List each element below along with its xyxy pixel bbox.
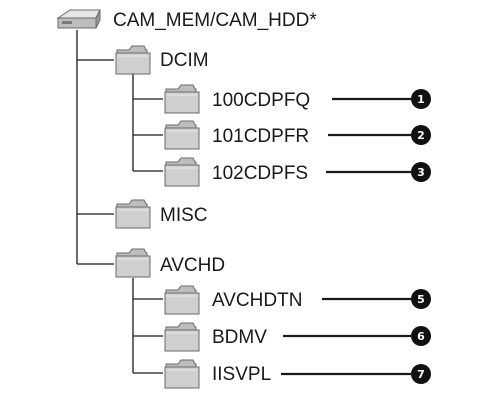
marker-circle bbox=[411, 125, 431, 145]
folder-label-iisvpl: IISVPL bbox=[212, 364, 271, 385]
folder-label-dcim: DCIM bbox=[160, 50, 209, 71]
folder-misc[interactable]: MISC bbox=[115, 199, 208, 229]
folder-icon bbox=[164, 285, 200, 315]
marker-bdmv: 6 bbox=[411, 326, 431, 346]
tree-lines bbox=[76, 30, 163, 374]
folder-label-avchd: AVCHD bbox=[160, 255, 225, 276]
folder-icon bbox=[115, 45, 151, 75]
marker-circle bbox=[411, 289, 431, 309]
folder-icon bbox=[164, 84, 200, 114]
marker-100cdpfq: 1 bbox=[411, 89, 431, 109]
marker-number: 3 bbox=[417, 166, 425, 179]
folder-bdmv[interactable]: BDMV bbox=[164, 322, 267, 352]
marker-circle bbox=[411, 89, 431, 109]
folder-icon bbox=[164, 120, 200, 150]
marker-avchdtn: 5 bbox=[411, 289, 431, 309]
root-label: CAM_MEM/CAM_HDD* bbox=[113, 10, 317, 31]
marker-iisvpl: 7 bbox=[411, 364, 431, 384]
folder-label-102cdpfs: 102CDPFS bbox=[212, 163, 308, 184]
marker-102cdpfs: 3 bbox=[411, 162, 431, 182]
marker-number: 1 bbox=[417, 93, 425, 106]
marker-101cdpfr: 2 bbox=[411, 125, 431, 145]
folder-100cdpfq[interactable]: 100CDPFQ bbox=[164, 84, 310, 114]
folder-101cdpfr[interactable]: 101CDPFR bbox=[164, 120, 309, 150]
folder-label-bdmv: BDMV bbox=[212, 327, 267, 348]
folder-icon bbox=[164, 157, 200, 187]
folder-102cdpfs[interactable]: 102CDPFS bbox=[164, 157, 308, 187]
folder-label-101cdpfr: 101CDPFR bbox=[212, 126, 309, 147]
folder-dcim[interactable]: DCIM bbox=[115, 45, 209, 75]
marker-number: 6 bbox=[417, 330, 425, 343]
folder-avchdtn[interactable]: AVCHDTN bbox=[164, 285, 302, 315]
marker-circle bbox=[411, 364, 431, 384]
marker-circle bbox=[411, 326, 431, 346]
folder-icon bbox=[115, 199, 151, 229]
root-node: CAM_MEM/CAM_HDD* bbox=[56, 9, 317, 31]
folder-icon bbox=[164, 322, 200, 352]
folder-label-100cdpfq: 100CDPFQ bbox=[212, 90, 310, 111]
marker-circle bbox=[411, 162, 431, 182]
marker-number: 5 bbox=[417, 293, 425, 306]
marker-number: 7 bbox=[417, 368, 425, 381]
folder-avchd[interactable]: AVCHD bbox=[115, 248, 225, 278]
folder-icon bbox=[115, 248, 151, 278]
folder-label-avchdtn: AVCHDTN bbox=[212, 290, 302, 311]
leader-lines bbox=[281, 97, 411, 376]
folder-icon bbox=[164, 359, 200, 389]
drive-icon bbox=[56, 9, 101, 29]
folder-label-misc: MISC bbox=[160, 205, 208, 226]
folder-iisvpl[interactable]: IISVPL bbox=[164, 359, 271, 389]
marker-number: 2 bbox=[417, 129, 425, 142]
